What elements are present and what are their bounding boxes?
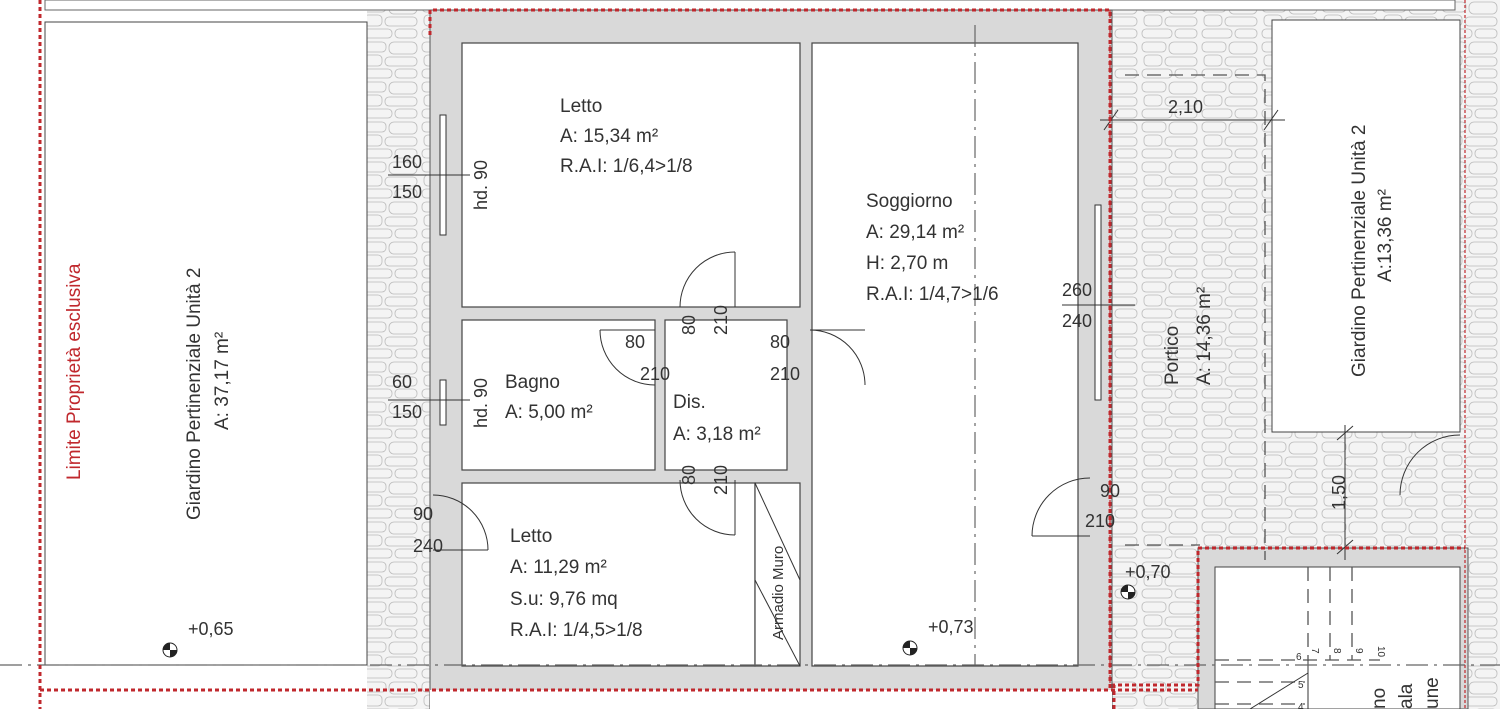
scala-label-3: une (1422, 677, 1443, 709)
dim: 150 (392, 402, 422, 422)
room-letto-bottom (461, 482, 756, 667)
dim: 80 (679, 465, 699, 485)
portico-area: A: 14,36 m² (1194, 287, 1215, 385)
dim: 210 (711, 465, 731, 495)
dim: 240 (413, 536, 443, 556)
dim: 90 (413, 504, 433, 524)
level-label: +0,73 (928, 617, 974, 637)
dim: 1,50 (1329, 475, 1349, 510)
level-label: +0,65 (188, 619, 234, 639)
soggiorno-rai: R.A.I: 1/4,7>1/6 (866, 284, 999, 305)
dis-name: Dis. (673, 392, 706, 413)
soggiorno-height: H: 2,70 m (866, 253, 948, 274)
letto-top-area: A: 15,34 m² (560, 126, 658, 147)
dis-area: A: 3,18 m² (673, 424, 761, 445)
giardino-left-area: A: 37,17 m² (212, 332, 233, 430)
letto-bottom-area: A: 11,29 m² (510, 557, 607, 578)
giardino-right-area: A:13,36 m² (1375, 189, 1396, 282)
stair-step: 4 (1298, 702, 1304, 709)
garden-left (44, 21, 368, 666)
stair-step: 6 (1296, 652, 1302, 663)
dim: 210 (640, 364, 670, 384)
armadio-label: Armadio Muro (770, 546, 787, 640)
bagno-name: Bagno (505, 372, 560, 393)
dim: 150 (392, 182, 422, 202)
soggiorno-area: A: 29,14 m² (866, 222, 964, 243)
dim: hd. 90 (471, 160, 491, 210)
stair-step: 5 (1298, 680, 1304, 691)
room-dis (664, 319, 788, 471)
stair-step: 9 (1353, 648, 1364, 654)
armadio-muro (754, 482, 801, 667)
boundary-label: Limite Proprietà esclusiva (64, 263, 85, 480)
dim: hd. 90 (471, 378, 491, 428)
dim: 80 (770, 332, 790, 352)
letto-bottom-name: Letto (510, 526, 552, 547)
letto-top-rai: R.A.I: 1/6,4>1/8 (560, 156, 693, 177)
portico-name: Portico (1162, 326, 1183, 385)
stair-step: 8 (1331, 648, 1342, 654)
stair-step: 7 (1309, 648, 1320, 654)
stair-step: 10 (1375, 646, 1386, 658)
dim: 260 (1062, 280, 1092, 300)
letto-bottom-su: S.u: 9,76 mq (510, 589, 618, 610)
dim: 80 (679, 315, 699, 335)
level-marker-icon (162, 584, 1136, 658)
level-label: +0,70 (1125, 562, 1171, 582)
dim: 210 (711, 305, 731, 335)
dim: 90 (1100, 481, 1120, 501)
giardino-right-name: Giardino Pertinenziale Unità 2 (1349, 125, 1370, 377)
dim: 160 (392, 152, 422, 172)
letto-bottom-rai: R.A.I: 1/4,5>1/8 (510, 620, 643, 641)
letto-top-name: Letto (560, 96, 602, 117)
room-letto-top (461, 42, 801, 308)
dim: 2,10 (1168, 97, 1203, 117)
room-soggiorno (811, 42, 1079, 667)
dim: 240 (1062, 311, 1092, 331)
room-bagno (461, 319, 656, 471)
dim: 60 (392, 372, 412, 392)
garden-right (1271, 19, 1461, 433)
scala-label-2: ala (1396, 683, 1417, 709)
bagno-area: A: 5,00 m² (505, 402, 593, 423)
soggiorno-name: Soggiorno (866, 191, 953, 212)
giardino-left-name: Giardino Pertinenziale Unità 2 (184, 268, 205, 520)
dim: 210 (1085, 511, 1115, 531)
dim: 80 (625, 332, 645, 352)
scala-label-1: no (1369, 688, 1390, 709)
dim: 210 (770, 364, 800, 384)
